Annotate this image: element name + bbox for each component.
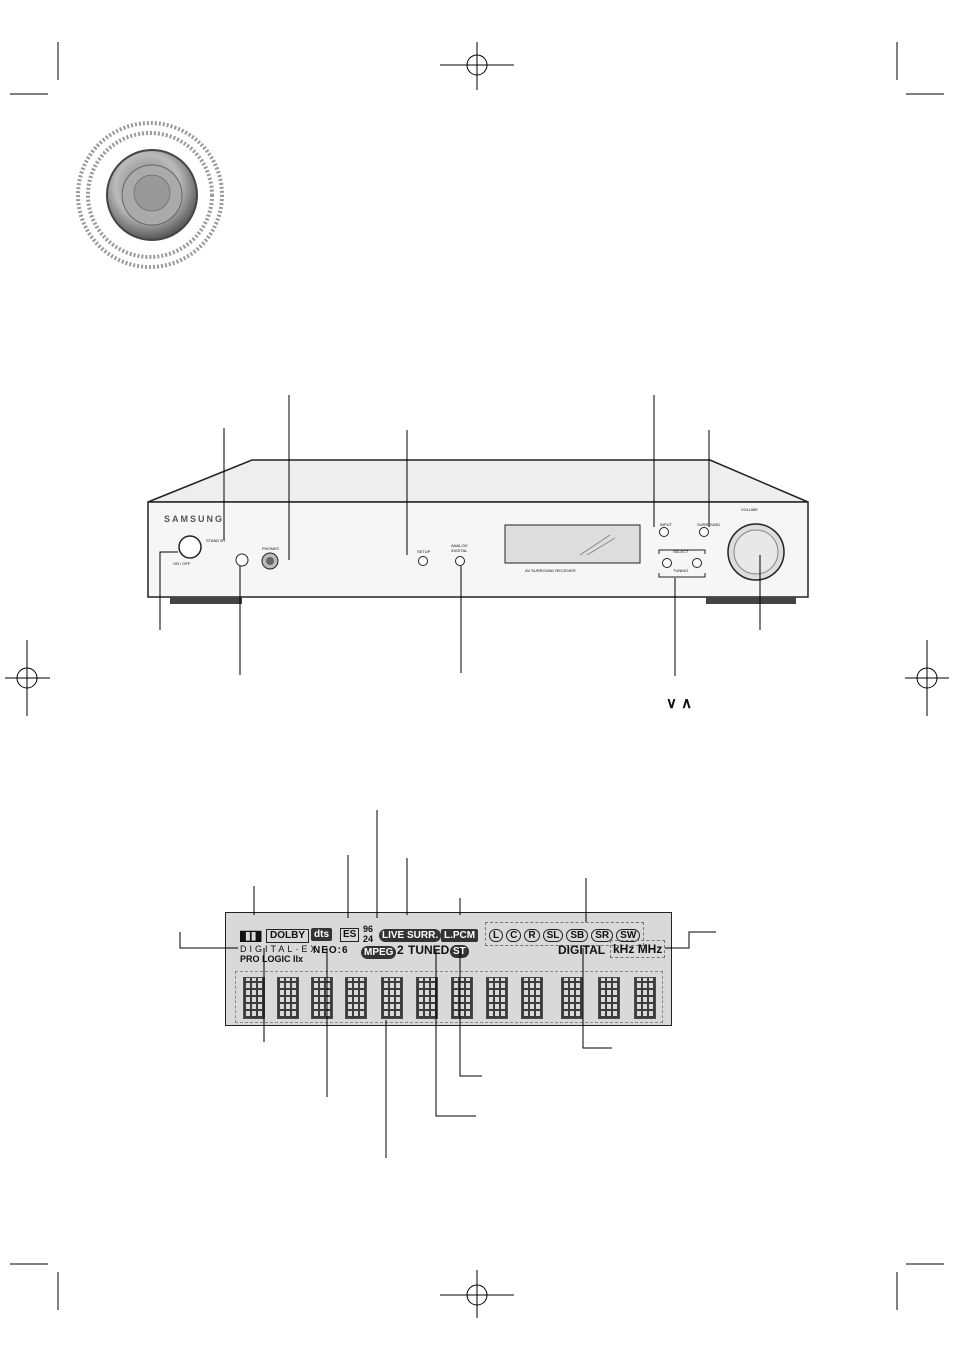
segment-digit: [381, 977, 403, 1019]
dolby-indicator: DOLBY: [266, 929, 309, 943]
analog-digital-label: ANALOG /DIGITAL: [451, 543, 468, 553]
segment-digit: [486, 977, 508, 1019]
segment-digit: [416, 977, 438, 1019]
receiver-front-panel: [147, 459, 809, 604]
select-label: SELECT: [673, 549, 689, 554]
segment-digit: [277, 977, 299, 1019]
phones-label: PHONES: [262, 546, 279, 551]
prologic-indicator: PRO LOGIC IIx: [240, 954, 304, 964]
volume-label: VOLUME: [741, 507, 758, 512]
channel-sw: SW: [616, 929, 641, 942]
dts-indicator: dts: [311, 928, 332, 941]
channel-sl: SL: [542, 929, 564, 942]
display-callout-lines: [179, 810, 716, 1158]
digital-ex-indicator: DIGITAL·EX: [240, 944, 320, 954]
segment-digit: [451, 977, 473, 1019]
stereo-indicator: ST: [450, 945, 469, 958]
rate-24-indicator: 24: [363, 934, 374, 944]
segment-digit: [521, 977, 543, 1019]
brand-logo: SAMSUNG: [164, 514, 225, 524]
front-display: ◧◨ DOLBY dts ES 96 24 LIVE SURR. L.PCM L…: [225, 912, 672, 1026]
frequency-unit-indicators: kHz MHz: [610, 940, 666, 958]
segment-display: [235, 971, 663, 1023]
model-label: AV SURROUND RECEIVER: [525, 568, 576, 573]
digital-indicator: DIGITAL: [558, 943, 606, 957]
standby-label: STAND BY: [206, 538, 226, 543]
live-surr-indicator: LIVE SURR.: [379, 929, 442, 942]
setup-label: SETUP: [417, 549, 431, 554]
receiver-callout-lines: [159, 395, 761, 676]
tuning-label: TUNING: [673, 568, 689, 573]
segment-digit: [598, 977, 620, 1019]
neo6-indicator: NEO:6: [313, 945, 349, 956]
segment-digit: [634, 977, 656, 1019]
tuning-arrows-icon: ∨ ∧: [666, 695, 693, 712]
rate-96-indicator: 96: [363, 924, 374, 934]
lpcm-indicator: L.PCM: [441, 929, 479, 942]
khz-indicator: kHz: [613, 942, 635, 956]
channel-l: L: [489, 929, 504, 942]
mpeg-indicator: MPEG: [361, 946, 397, 959]
channel-sr: SR: [591, 929, 614, 942]
tuned-indicator: TUNED: [408, 943, 450, 957]
mhz-indicator: MHz: [637, 942, 663, 956]
segment-digit: [345, 977, 367, 1019]
power-label: ON / OFF: [173, 561, 191, 566]
channel-sb: SB: [566, 929, 589, 942]
input-label: INPUT: [660, 522, 672, 527]
es-indicator: ES: [340, 928, 360, 942]
channel-r: R: [524, 929, 540, 942]
mpeg-2-indicator: 2: [397, 943, 404, 957]
dolby-digital-logo-icon: ◧◨: [239, 927, 263, 943]
channel-c: C: [506, 929, 522, 942]
speaker-emblem-icon: [76, 121, 224, 269]
